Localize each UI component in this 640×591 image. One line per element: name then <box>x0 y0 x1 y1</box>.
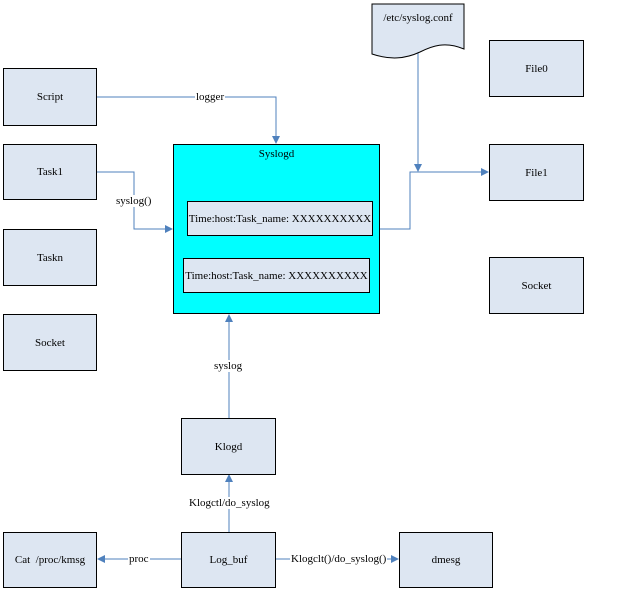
taskn-label: Taskn <box>36 251 64 264</box>
klogd-label: Klogd <box>214 440 243 453</box>
taskn-node: Taskn <box>3 229 97 286</box>
dmesg-node: dmesg <box>399 532 493 588</box>
log-buf-label: Log_buf <box>209 554 248 566</box>
file0-label: File0 <box>525 62 548 75</box>
conf-file-label: /etc/syslog.conf <box>383 12 453 24</box>
file0-node: File0 <box>489 40 584 97</box>
cat-proc-node: Cat /proc/kmsg <box>3 532 97 588</box>
log-line-1-text: Time:host:Task_name: XXXXXXXXXX <box>188 212 372 225</box>
socket-left-node: Socket <box>3 314 97 371</box>
syslogd-title: Syslogd <box>258 148 295 160</box>
edge-label-proc: proc <box>128 553 150 565</box>
edge-label-klogctl: Klogctl/do_syslog <box>188 497 271 509</box>
file1-label: File1 <box>525 166 548 179</box>
edge-script-to-syslogd <box>97 96 280 144</box>
log-line-2: Time:host:Task_name: XXXXXXXXXX <box>183 258 370 293</box>
task1-label: Task1 <box>36 166 64 178</box>
script-label: Script <box>36 91 64 103</box>
cat-proc-label: Cat /proc/kmsg <box>14 554 86 566</box>
script-node: Script <box>3 68 97 126</box>
file1-node: File1 <box>489 144 584 201</box>
socket-right-node: Socket <box>489 257 584 314</box>
edge-syslogd-to-file1 <box>380 168 489 230</box>
socket-right-label: Socket <box>521 279 552 292</box>
dmesg-label: dmesg <box>431 554 461 566</box>
log-line-1: Time:host:Task_name: XXXXXXXXXX <box>187 201 373 236</box>
edge-label-klogclt-do: Klogclt()/do_syslog() <box>290 553 388 565</box>
edge-label-logger: logger <box>195 91 226 103</box>
edge-label-syslog-call: syslog() <box>115 195 153 207</box>
syslogd-node: Syslogd Time:host:Task_name: XXXXXXXXXX … <box>173 144 380 314</box>
edge-label-syslog: syslog <box>213 360 244 372</box>
socket-left-label: Socket <box>35 336 65 349</box>
task1-node: Task1 <box>3 144 97 200</box>
log-line-2-text: Time:host:Task_name: XXXXXXXXXX <box>185 269 368 282</box>
conf-document-shape <box>371 3 465 59</box>
klogd-node: Klogd <box>181 418 276 475</box>
log-buf-node: Log_buf <box>181 532 276 588</box>
